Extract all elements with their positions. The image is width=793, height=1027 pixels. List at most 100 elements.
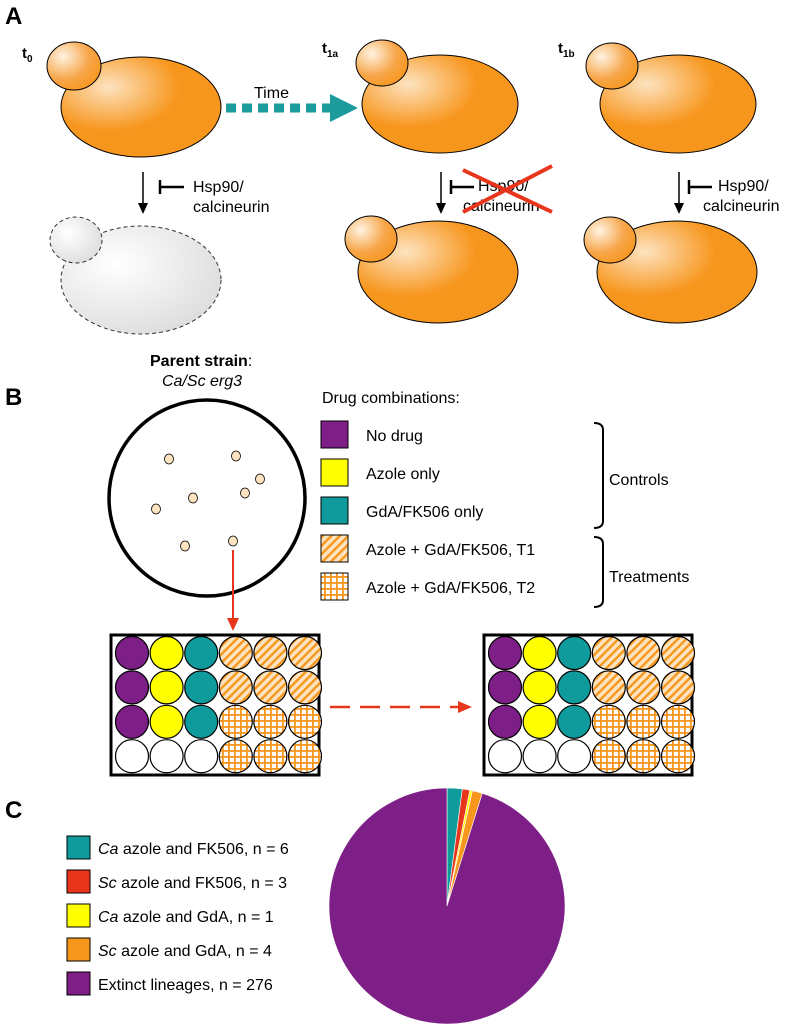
- plate-left-well-1-1: [149, 670, 184, 705]
- drug-legend-swatch-2: [320, 496, 349, 525]
- plate-right-well-1-4: [626, 670, 661, 705]
- parent-strain-label: Parent strain:: [150, 353, 252, 370]
- drug-legend-label-0: No drug: [366, 428, 423, 445]
- drug-legend-swatch-0: [320, 420, 349, 449]
- transfer-arrow: [330, 701, 472, 713]
- drug-legend-label-4: Azole + GdA/FK506, T2: [366, 580, 535, 597]
- plate-left-well-0-3: [218, 635, 253, 671]
- t0-label: t0: [22, 45, 33, 65]
- t1b-label: t1b: [558, 40, 575, 60]
- time-label: Time: [254, 85, 289, 102]
- plate-left-well-0-4: [253, 635, 288, 671]
- treatments-bracket: [593, 536, 604, 608]
- pie-legend-swatch-1: [66, 869, 91, 894]
- pie-legend-label-3: Sc azole and GdA, n = 4: [98, 943, 272, 960]
- plate-left-well-2-4: [253, 704, 288, 739]
- inhibitor-symbol-t1a: [449, 180, 474, 194]
- plate-left-well-3-4: [253, 739, 288, 774]
- plate-left-well-3-3: [218, 739, 253, 774]
- yeast-cell-t1b-result: [583, 216, 758, 324]
- plate-right-well-0-0: [487, 635, 523, 671]
- drug-legend-label-1: Azole only: [366, 466, 440, 483]
- plate-left-well-3-1: [149, 739, 184, 774]
- plate-right-well-2-5: [660, 704, 696, 739]
- plate-right-well-1-2: [557, 670, 592, 705]
- plate-right-well-1-1: [522, 670, 557, 705]
- plate-right-well-2-1: [522, 704, 557, 739]
- plate-left-well-0-1: [149, 635, 184, 671]
- pie-legend-swatch-3: [66, 937, 91, 962]
- drug-combinations-title: Drug combinations:: [322, 390, 460, 407]
- controls-bracket: [593, 422, 604, 529]
- plate-right-well-3-4: [626, 739, 661, 774]
- drug-legend-label-2: GdA/FK506 only: [366, 504, 483, 521]
- yeast-cell-t1a: [355, 39, 519, 154]
- drug-legend-swatch-4: [320, 572, 349, 601]
- plate-right-well-1-3: [591, 670, 626, 705]
- panel-c-letter: C: [5, 797, 22, 824]
- plate-left-well-0-2: [184, 635, 219, 671]
- inhibitor-label-t1b-line1: Hsp90/: [718, 178, 769, 195]
- plate-right-well-1-0: [487, 670, 523, 705]
- panel-a-letter: A: [5, 3, 22, 30]
- plate-right-well-0-1: [522, 635, 557, 671]
- plate-right-well-3-0: [487, 739, 523, 774]
- pie-legend-swatch-0: [66, 835, 91, 860]
- pie-legend: Ca azole and FK506, n = 6 Sc azole and FK…: [66, 835, 289, 996]
- plate-right-well-0-2: [557, 635, 592, 671]
- plate-left-well-2-1: [149, 704, 184, 739]
- inhibitor-label-t1b-line2: calcineurin: [703, 198, 779, 215]
- t1a-label: t1a: [322, 40, 339, 60]
- pie-legend-label-2: Ca azole and GdA, n = 1: [98, 909, 274, 926]
- plate-left-well-1-3: [218, 670, 253, 705]
- red-cross: [462, 164, 553, 214]
- petri-dish: [107, 398, 307, 598]
- drug-legend-swatch-1: [320, 458, 349, 487]
- plate-right-well-0-5: [660, 635, 696, 671]
- treatments-label: Treatments: [609, 569, 689, 586]
- plate-left-well-1-0: [114, 670, 150, 705]
- down-arrow-t1b: [674, 172, 684, 214]
- plate-right-well-3-1: [522, 739, 557, 774]
- plate-right-well-1-5: [660, 670, 696, 705]
- dead-cell: [49, 216, 222, 335]
- plate-right-well-0-3: [591, 635, 626, 671]
- pie-legend-label-4: Extinct lineages, n = 276: [98, 977, 273, 994]
- parent-strain-name: Ca/Sc erg3: [162, 373, 242, 390]
- plate-right-well-2-2: [557, 704, 592, 739]
- pie-legend-swatch-4: [66, 971, 91, 996]
- plate-left-well-2-0: [114, 704, 150, 739]
- inhibitor-label-t0-line2: calcineurin: [193, 199, 269, 216]
- plate-right-well-3-2: [557, 739, 592, 774]
- plate-left: [109, 633, 323, 777]
- pie-legend-label-1: Sc azole and FK506, n = 3: [98, 875, 287, 892]
- time-arrow: [226, 94, 358, 122]
- plate-left-well-1-5: [287, 670, 323, 705]
- plate-right-well-3-3: [591, 739, 626, 774]
- pie-legend-label-0: Ca azole and FK506, n = 6: [98, 841, 289, 858]
- plate-right-well-2-3: [591, 704, 626, 739]
- plate-left-well-3-2: [184, 739, 219, 774]
- down-arrow-t0: [138, 172, 148, 214]
- controls-label: Controls: [609, 472, 669, 489]
- down-arrow-t1a: [436, 172, 446, 214]
- yeast-cell-t1a-result: [344, 215, 519, 324]
- plate-left-well-1-2: [184, 670, 219, 705]
- inhibitor-symbol-t1b: [687, 180, 712, 194]
- plate-right-well-0-4: [626, 635, 661, 671]
- panel-b-letter: B: [5, 384, 22, 411]
- plate-right: [482, 633, 696, 777]
- plate-left-well-1-4: [253, 670, 288, 705]
- plate-left-well-2-2: [184, 704, 219, 739]
- pie-chart: [328, 787, 566, 1025]
- yeast-cell-t0: [46, 41, 222, 158]
- pie-slice-4: [328, 787, 566, 1025]
- plate-left-well-0-0: [114, 635, 150, 671]
- plate-left-well-3-0: [114, 739, 150, 774]
- plate-left-well-0-5: [287, 635, 323, 671]
- plate-left-well-2-3: [218, 704, 253, 739]
- plate-left-well-3-5: [287, 739, 323, 774]
- pie-legend-swatch-2: [66, 903, 91, 928]
